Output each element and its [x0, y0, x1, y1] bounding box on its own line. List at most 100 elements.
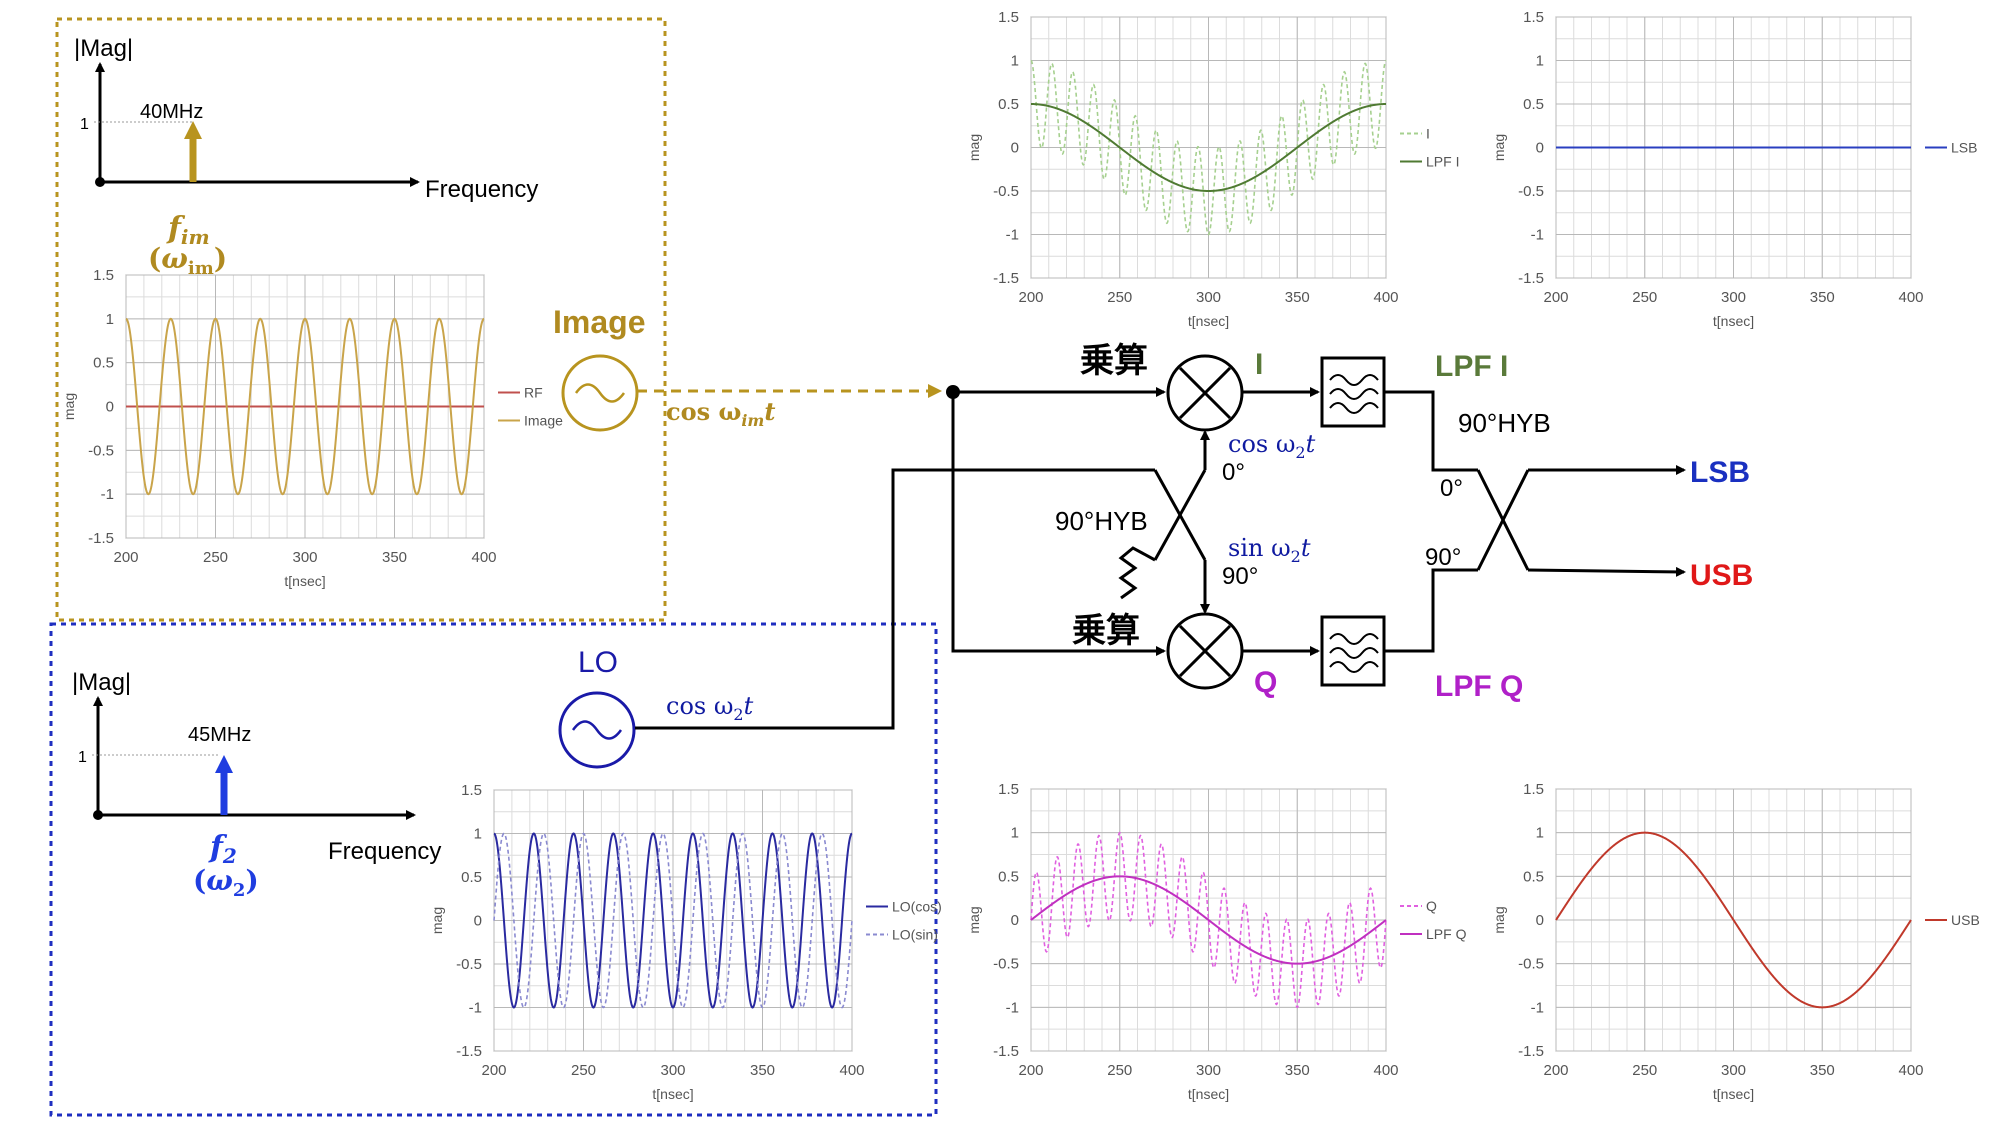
x-tick-label: 350 — [1810, 1062, 1835, 1079]
x-tick-label: 350 — [1810, 289, 1835, 306]
y-tick-label: 0.5 — [461, 869, 482, 886]
lo-spectrum-x-label: Frequency — [328, 838, 441, 865]
x-tick-label: 300 — [1721, 289, 1746, 306]
mixer-i-x-b — [1178, 366, 1232, 420]
legend-label: LO(cos) — [892, 899, 942, 915]
x-tick-label: 350 — [750, 1062, 775, 1079]
y-tick-label: -1.5 — [993, 270, 1019, 287]
y-tick-label: -1.5 — [1518, 1043, 1544, 1060]
mixer-q-label: 乗算 — [1072, 612, 1140, 650]
y-tick-label: 1 — [1536, 53, 1544, 70]
y-tick-label: -1 — [101, 486, 114, 503]
legend-label: LSB — [1951, 140, 1977, 156]
x-tick-label: 400 — [1373, 1062, 1398, 1079]
y-tick-label: 1 — [1011, 825, 1019, 842]
y-tick-label: -1 — [1531, 999, 1544, 1016]
series-line-image — [125, 317, 485, 496]
legend-label: Q — [1426, 898, 1437, 914]
lo-spectrum-f-symbol: f2 — [208, 830, 237, 868]
lo-spectrum-origin — [93, 810, 103, 820]
legend-label: LPF I — [1426, 154, 1459, 170]
image-source-title: Image — [553, 304, 645, 340]
x-tick-label: 250 — [1632, 1062, 1657, 1079]
lo-source: LO cos ω2t — [558, 646, 754, 769]
y-tick-label: -1.5 — [88, 530, 114, 547]
lo-spectrum-tick-one: 1 — [78, 749, 87, 766]
y-tick-label: -1.5 — [456, 1043, 482, 1060]
y-tick-label: 1 — [106, 311, 114, 328]
y-tick-label: 0.5 — [1523, 868, 1544, 885]
q-signal-label: Q — [1254, 666, 1277, 699]
y-tick-label: -1 — [1531, 227, 1544, 244]
x-tick-label: 200 — [113, 549, 138, 566]
legend-label: Image — [524, 413, 563, 429]
image-spectrum: |Mag| 1 40MHz Frequency fim (ωim) — [74, 35, 538, 279]
image-source-signal: cos ωimt — [666, 397, 775, 430]
series-line-lpf-i — [1031, 103, 1386, 192]
lo-spectrum-y-label: |Mag| — [72, 669, 131, 696]
usb-output-label: USB — [1690, 559, 1753, 592]
mixer-i-label: 乗算 — [1080, 342, 1148, 380]
out-hybrid-cross-b — [1476, 469, 1530, 571]
lsb-output-label: LSB — [1690, 456, 1750, 489]
lo-hybrid-label: 90°HYB — [1055, 506, 1148, 536]
x-axis-label: t[nsec] — [652, 1086, 693, 1102]
x-tick-label: 250 — [1107, 1062, 1132, 1079]
y-tick-label: -0.5 — [993, 956, 1019, 973]
y-tick-label: 0 — [474, 913, 482, 930]
lo-source-symbol — [558, 691, 636, 769]
y-tick-label: 1.5 — [461, 782, 482, 799]
lo-hybrid-termination — [1118, 546, 1156, 600]
image-spectrum-freq-label: 40MHz — [140, 101, 203, 123]
block-diagram — [635, 354, 1686, 730]
lo-spectrum-freq-label: 45MHz — [188, 724, 251, 746]
y-tick-label: 1.5 — [93, 267, 114, 284]
x-tick-label: 250 — [571, 1062, 596, 1079]
x-axis-label: t[nsec] — [284, 573, 325, 589]
lo-spectrum-omega-symbol: (ω2) — [193, 864, 259, 901]
y-tick-label: -0.5 — [1518, 183, 1544, 200]
y-tick-label: 1.5 — [1523, 9, 1544, 26]
rf-to-mixer-q — [951, 392, 1166, 656]
lo-source-title: LO — [578, 646, 618, 679]
y-tick-label: 0 — [1536, 140, 1544, 157]
y-tick-label: -0.5 — [88, 442, 114, 459]
y-tick-label: 0.5 — [93, 355, 114, 372]
y-axis-label: mag — [966, 134, 982, 161]
image-spectrum-origin — [95, 177, 105, 187]
y-axis-label: mag — [966, 906, 982, 933]
y-tick-label: 0.5 — [998, 868, 1019, 885]
x-tick-label: 300 — [1721, 1062, 1746, 1079]
y-tick-label: -0.5 — [993, 183, 1019, 200]
y-tick-label: 0 — [1011, 140, 1019, 157]
y-tick-label: 0 — [106, 399, 114, 416]
lpf-q-symbol — [1329, 633, 1379, 673]
y-tick-label: 0.5 — [1523, 96, 1544, 113]
y-tick-label: 1 — [1011, 53, 1019, 70]
x-tick-label: 300 — [1196, 1062, 1221, 1079]
x-tick-label: 200 — [1543, 289, 1568, 306]
x-axis-label: t[nsec] — [1188, 1086, 1229, 1102]
series-line-lo-sin- — [493, 832, 853, 1009]
lo-section-frame — [49, 622, 938, 1117]
x-tick-label: 400 — [471, 549, 496, 566]
x-tick-label: 300 — [1196, 289, 1221, 306]
x-tick-label: 400 — [1373, 289, 1398, 306]
image-source-symbol — [561, 354, 639, 432]
y-tick-label: -1 — [1006, 999, 1019, 1016]
y-tick-label: -1 — [1006, 227, 1019, 244]
image-spectrum-y-label: |Mag| — [74, 35, 133, 62]
out-hybrid-zero-label: 0° — [1440, 475, 1463, 502]
x-axis-label: t[nsec] — [1713, 1086, 1754, 1102]
legend-label: LO(sin) — [892, 927, 938, 943]
y-tick-label: 0 — [1536, 912, 1544, 929]
x-tick-label: 200 — [1018, 1062, 1043, 1079]
x-tick-label: 300 — [292, 549, 317, 566]
legend-label: USB — [1951, 912, 1980, 928]
lo-hybrid-cross-b — [1153, 469, 1207, 561]
legend-label: I — [1426, 126, 1430, 142]
x-tick-label: 400 — [839, 1062, 864, 1079]
